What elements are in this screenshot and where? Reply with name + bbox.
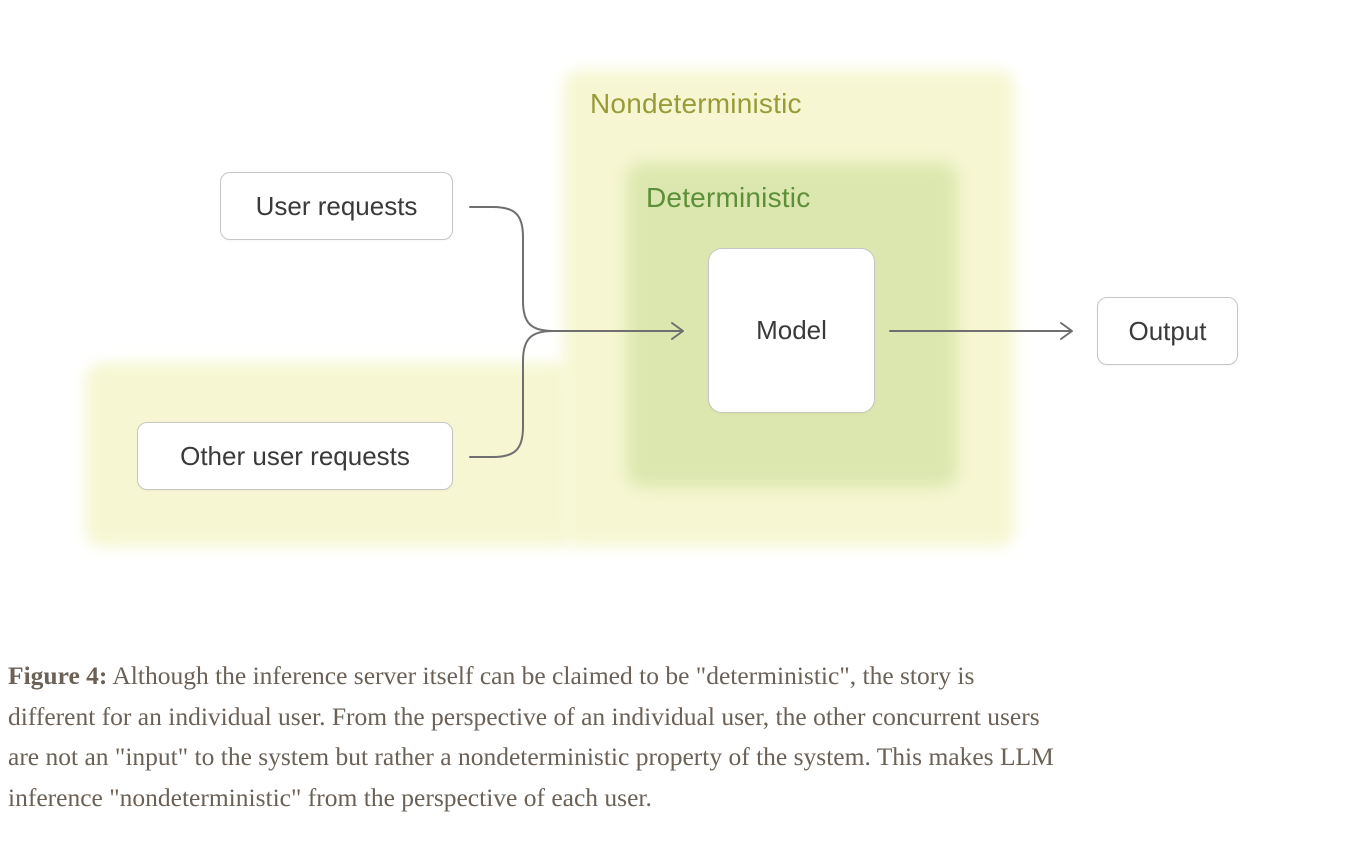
figure-caption: Figure 4: Although the inference server … [8,656,1343,818]
connector-user-requests-to-merge [469,206,554,332]
figure-caption-line-4: inference "nondeterministic" from the pe… [8,782,652,812]
merge-to-model-arrowhead-icon [671,322,684,340]
figure-caption-line-1: Although the inference server itself can… [107,661,975,690]
model-node: Model [708,248,875,413]
user-requests-node: User requests [220,172,453,240]
other-user-requests-node: Other user requests [137,422,453,490]
figure-caption-line-3: are not an "input" to the system but rat… [8,742,1054,771]
nondeterministic-region-label: Nondeterministic [590,88,802,119]
figure-caption-line-2: different for an individual user. From t… [8,701,1040,731]
output-node: Output [1097,297,1238,365]
figure-caption-label: Figure 4: [8,661,108,690]
connector-other-user-requests-to-merge [469,330,554,458]
model-to-output-arrowhead-icon [1060,322,1073,340]
deterministic-region-label: Deterministic [646,182,811,213]
